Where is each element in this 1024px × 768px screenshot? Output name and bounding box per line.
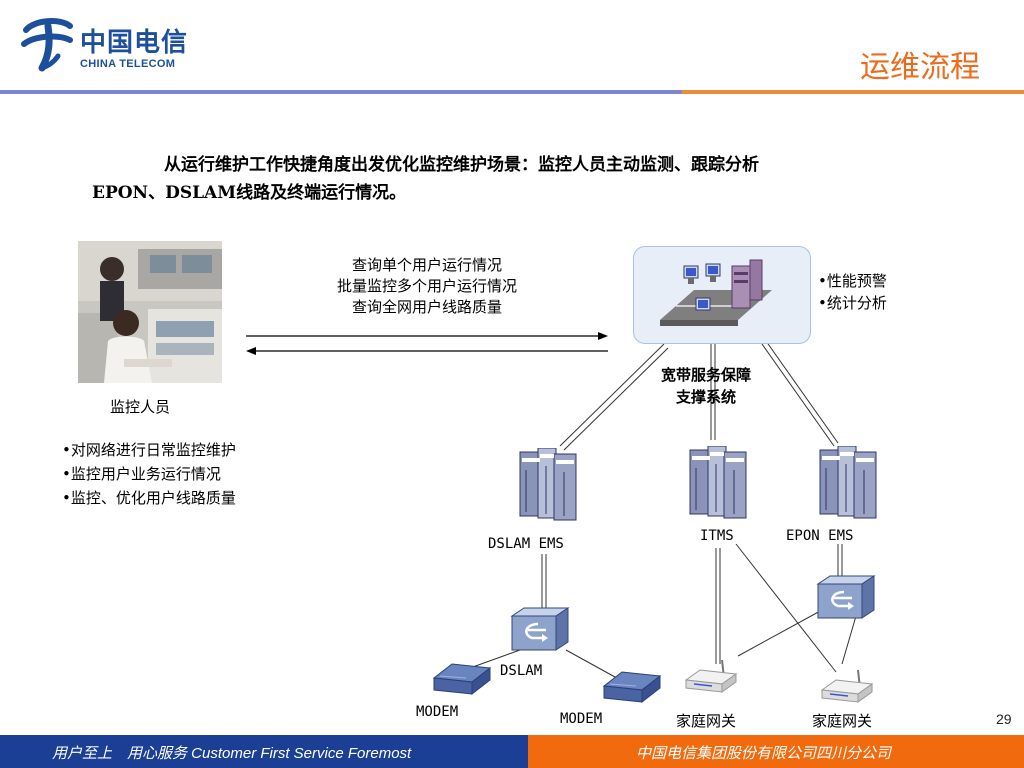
page-title: 运维流程 — [860, 50, 980, 85]
modem-right-label: MODEM — [560, 711, 603, 727]
link-epon-ems-olt — [837, 544, 843, 578]
operator-label: 监控人员 — [110, 398, 171, 416]
list-item: •监控、优化用户线路质量 — [62, 489, 236, 507]
operator-duty-list: •对网络进行日常监控维护 •监控用户业务运行情况 •监控、优化用户线路质量 — [62, 438, 236, 510]
link-system-itms — [710, 344, 716, 440]
logo-text-cn: 中国电信 — [80, 28, 189, 58]
page-number: 29 — [996, 711, 1012, 727]
server-icon — [689, 446, 747, 519]
operator-photo — [78, 241, 222, 383]
footer-bar-blue — [0, 735, 528, 768]
gateway-right-label: 家庭网关 — [812, 712, 873, 730]
system-label-line-2: 支撑系统 — [675, 388, 736, 406]
footer-company: 中国电信集团股份有限公司四川分公司 — [636, 745, 892, 762]
support-system-network-icon — [660, 259, 772, 326]
modem-left-label: MODEM — [416, 704, 459, 720]
system-label: 宽带服务保障 支撑系统 — [632, 364, 780, 408]
dslam-ems-label: DSLAM EMS — [488, 536, 564, 552]
list-item: •统计分析 — [818, 294, 887, 312]
server-icon — [819, 446, 877, 519]
modem-icon — [432, 663, 492, 696]
gateway-left-label: 家庭网关 — [676, 712, 737, 730]
header-rule-orange — [682, 90, 1024, 94]
footer-bar-orange — [528, 735, 1024, 768]
list-item: •对网络进行日常监控维护 — [62, 441, 236, 459]
modem-icon — [602, 671, 662, 704]
intro-line-1: 从运行维护工作快捷角度出发优化监控维护场景：监控人员主动监测、跟踪分析 — [164, 155, 759, 175]
footer-slogan: 用户至上 用心服务 Customer First Service Foremos… — [52, 745, 412, 762]
link-system-epon-ems — [761, 340, 839, 447]
link-olt-gateway-left — [737, 609, 823, 657]
request-arrow — [246, 332, 608, 340]
china-telecom-logo-icon — [21, 18, 73, 72]
intro-line-2: EPON、DSLAM线路及终端运行情况。 — [92, 183, 407, 203]
header: 中国电信 CHINA TELECOM 运维流程 — [0, 0, 1024, 96]
home-gateway-icon — [820, 669, 874, 703]
link-olt-gateway-right — [841, 615, 857, 665]
home-gateway-icon — [684, 659, 738, 693]
query-item: 批量监控多个用户运行情况 — [336, 277, 517, 295]
server-icon — [519, 448, 577, 521]
list-item: •监控用户业务运行情况 — [62, 465, 221, 483]
logo-text-en: CHINA TELECOM — [80, 58, 176, 70]
link-itms-gateway-left — [715, 548, 721, 664]
system-label-line-1: 宽带服务保障 — [660, 366, 751, 384]
link-dslam-modem-left — [469, 649, 521, 669]
header-rule-blue — [0, 90, 682, 94]
link-dslam-modem-right — [565, 649, 625, 683]
dslam-switch-icon — [510, 607, 570, 651]
system-feature-list: •性能预警 •统计分析 — [818, 270, 887, 314]
link-system-dslam-ems — [559, 343, 669, 451]
epon-ems-label: EPON EMS — [786, 528, 854, 544]
link-dslam-ems-dslam — [541, 554, 547, 610]
response-arrow — [246, 347, 608, 355]
query-list: 查询单个用户运行情况 批量监控多个用户运行情况 查询全网用户线路质量 — [300, 255, 554, 318]
itms-label: ITMS — [700, 528, 734, 544]
link-itms-gateway-right — [735, 543, 837, 673]
query-item: 查询全网用户线路质量 — [351, 298, 502, 316]
olt-switch-icon — [816, 575, 876, 619]
query-item: 查询单个用户运行情况 — [351, 256, 502, 274]
list-item: •性能预警 — [818, 272, 887, 290]
dslam-label: DSLAM — [500, 663, 543, 679]
